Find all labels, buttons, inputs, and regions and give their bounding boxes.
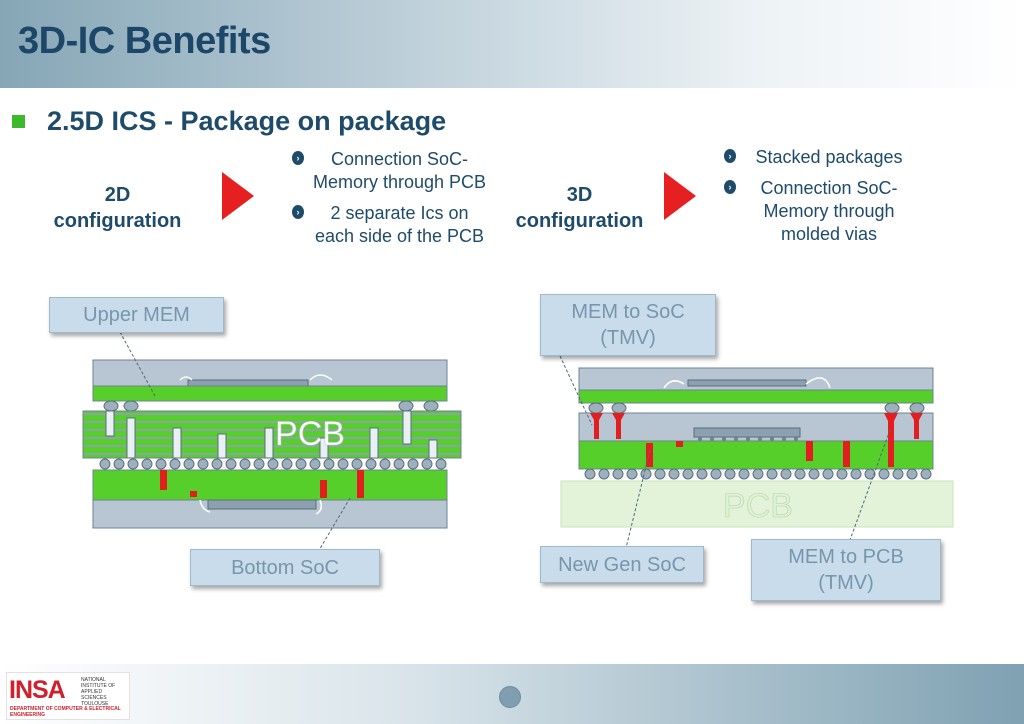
top-mem-substrate <box>578 389 934 404</box>
title-bar: 3D-IC Benefits <box>0 0 1024 88</box>
subtitle-text: 2.5D ICS - Package on package <box>47 105 447 136</box>
upper-substrate <box>92 385 448 402</box>
config-3d-line1: 3D <box>566 184 593 206</box>
square-bullet-icon <box>12 114 25 128</box>
left-bullet-item: ›Connection SoC-Memory through PCB <box>292 148 487 194</box>
callout-bottom-soc: Bottom SoC <box>190 549 380 586</box>
callout-upper-mem: Upper MEM <box>49 297 224 333</box>
page-title: 3D-IC Benefits <box>18 20 271 62</box>
subtitle-row: 2.5D ICS - Package on package <box>12 106 446 136</box>
callout-mem-to-soc-line1: MEM to SoC <box>571 301 685 323</box>
config-2d-line2: configuration <box>53 210 182 232</box>
pcb-vias <box>105 410 438 459</box>
config-2d-line1: 2D <box>104 184 131 206</box>
insa-institute-text: NATIONAL INSTITUTE OF APPLIED SCIENCES T… <box>81 677 116 707</box>
pcb-board-3d <box>560 480 954 528</box>
callout-mem-to-pcb-line2: (TMV) <box>818 572 874 594</box>
soc-substrate-3d <box>578 440 934 470</box>
callout-mem-to-pcb: MEM to PCB (TMV) <box>751 539 941 601</box>
bottom-red-vias <box>160 470 364 498</box>
callout-new-gen-soc: New Gen SoC <box>540 546 704 583</box>
diagram-2d: PCB <box>82 331 462 553</box>
pcb-label-3d: PCB <box>723 487 793 525</box>
tmv-vias <box>590 413 923 467</box>
soc-bumps <box>698 437 798 441</box>
right-bullet-item: ›Stacked packages <box>724 146 914 169</box>
chevron-bullet-icon: › <box>724 180 736 194</box>
upper-mem-die <box>187 379 309 387</box>
left-bullet-item: ›2 separate Ics on each side of the PCB <box>292 202 487 248</box>
arrow-right-icon <box>664 172 696 220</box>
chevron-bullet-icon: › <box>292 151 304 165</box>
config-3d-line2: configuration <box>515 210 644 232</box>
pcb-label-2d: PCB <box>275 415 345 453</box>
insa-department-text: DEPARTMENT OF COMPUTER & ELECTRICAL ENGI… <box>10 706 121 718</box>
soc-die-3d <box>693 427 801 438</box>
top-balls <box>588 402 925 414</box>
left-bullet-list: ›Connection SoC-Memory through PCB ›2 se… <box>292 148 487 256</box>
upper-mem-mold <box>92 359 448 387</box>
footer-bar: INSA NATIONAL INSTITUTE OF APPLIED SCIEN… <box>0 664 1024 724</box>
top-mem-mold <box>578 367 934 391</box>
slide-indicator-dot[interactable] <box>499 686 521 708</box>
bottom-soc-die <box>207 499 317 510</box>
diagram-3d: PCB <box>559 355 954 549</box>
insa-logo: INSA NATIONAL INSTITUTE OF APPLIED SCIEN… <box>6 672 130 720</box>
pcb-board <box>82 410 462 459</box>
callout-mem-to-pcb-line1: MEM to PCB <box>788 546 904 568</box>
soc-mold-3d <box>578 412 934 442</box>
config-3d-label: 3D configuration <box>502 182 657 234</box>
config-2d-label: 2D configuration <box>40 182 195 234</box>
right-bullet-list: ›Stacked packages ›Connection SoC-Memory… <box>724 146 914 254</box>
chevron-bullet-icon: › <box>292 205 304 219</box>
bottom-soc-mold <box>92 499 448 529</box>
top-mem-die <box>687 379 807 387</box>
upper-balls <box>103 400 439 412</box>
callout-mem-to-soc: MEM to SoC (TMV) <box>540 294 716 356</box>
insa-logo-text: INSA <box>9 676 66 704</box>
bottom-balls-3d <box>584 468 932 480</box>
chevron-bullet-icon: › <box>724 149 736 163</box>
lower-balls <box>99 458 447 470</box>
callout-mem-to-soc-line2: (TMV) <box>600 327 656 349</box>
bottom-substrate <box>92 469 448 501</box>
right-bullet-item: ›Connection SoC-Memory through molded vi… <box>724 177 914 246</box>
arrow-right-icon <box>222 172 254 220</box>
